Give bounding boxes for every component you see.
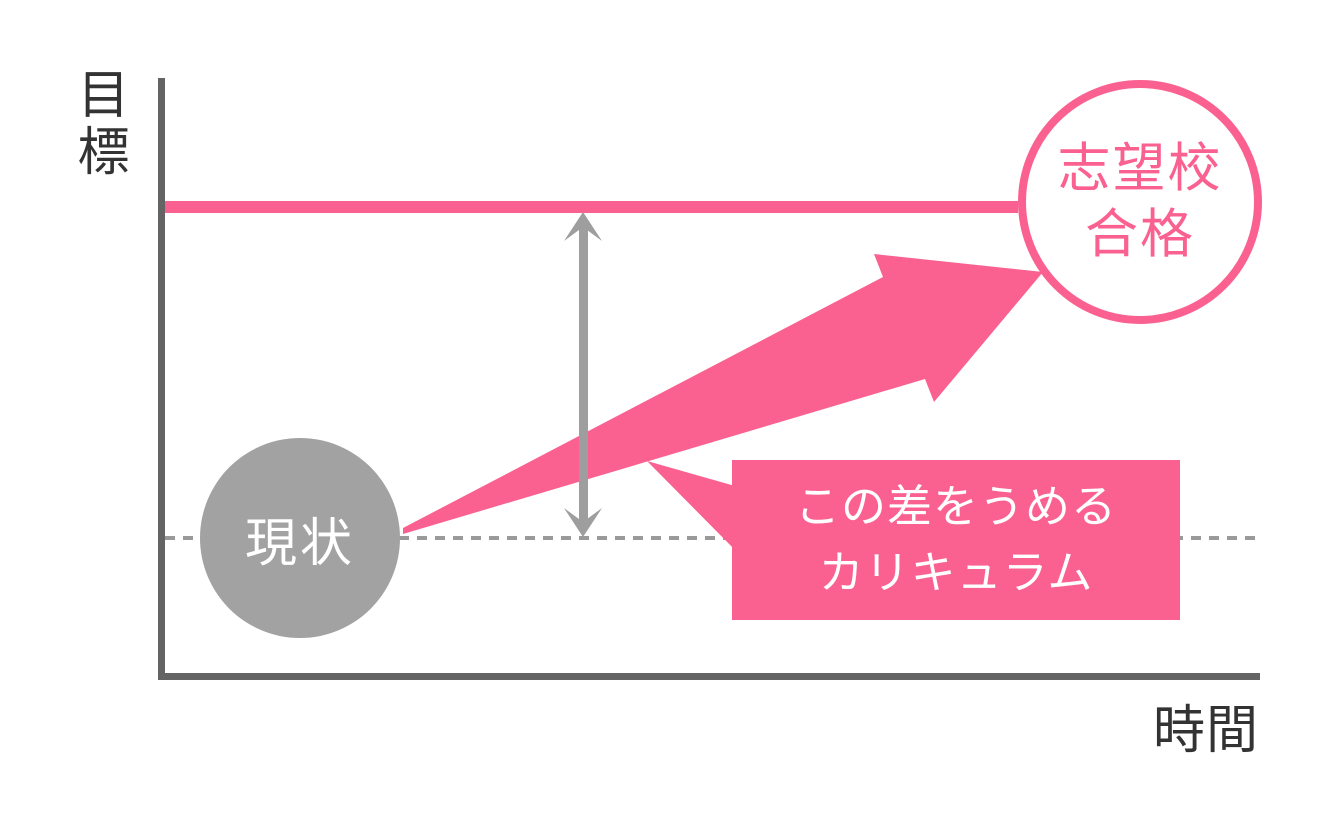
y-axis-line (158, 78, 165, 678)
y-axis-label: 目標 (77, 66, 131, 183)
goal-circle: 志望校 合格 (1018, 80, 1262, 324)
goal-label-line2: 合格 (1085, 204, 1195, 265)
callout-line1: この差をうめる (794, 480, 1117, 533)
goal-level-line (165, 201, 1018, 213)
x-axis-label: 時間 (1152, 701, 1259, 761)
callout-line2: カリキュラム (818, 546, 1094, 599)
gap-double-arrow-icon (564, 212, 602, 537)
x-axis-line (158, 673, 1260, 680)
current-state-circle: 現状 (200, 438, 400, 638)
current-state-label: 現状 (244, 513, 355, 574)
gap-arrow-shaft (579, 222, 588, 528)
goal-label-line1: 志望校 (1057, 138, 1223, 199)
callout-box: この差をうめる カリキュラム (732, 460, 1180, 620)
growth-arrow-icon (403, 254, 1043, 534)
callout-pointer (647, 461, 742, 557)
